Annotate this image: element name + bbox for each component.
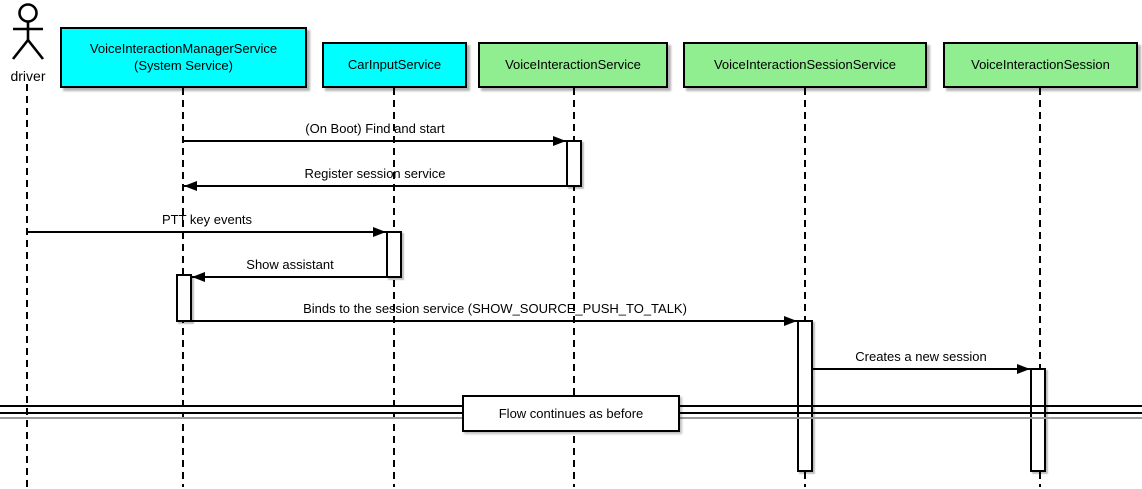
actor-label: driver: [10, 68, 46, 84]
lifeline-voiceinteractionservice: [573, 88, 575, 487]
lifeline-driver: [26, 84, 28, 487]
message-label: Binds to the session service (SHOW_SOURC…: [303, 301, 687, 316]
lifeline-voiceinteractionsession: [1039, 88, 1041, 487]
arrowhead-right-icon: [373, 227, 386, 237]
message-line: [184, 185, 567, 187]
message-line: [192, 276, 386, 278]
activation-bar-voiceinteractionsession: [1030, 368, 1046, 472]
lifeline-carinputservice: [393, 88, 395, 487]
participant-voiceinteractionsession: VoiceInteractionSession: [943, 42, 1138, 88]
message-line: [184, 140, 566, 142]
actor-driver: driver: [6, 2, 50, 84]
message-label: Show assistant: [246, 257, 334, 272]
arrowhead-left-icon: [192, 272, 205, 282]
activation-bar-voiceinteractionmanagerservice: [176, 274, 192, 322]
participant-carinputservice: CarInputService: [322, 42, 467, 88]
message-line: [192, 320, 797, 322]
activation-bar-voiceinteractionservice: [566, 140, 582, 187]
participant-voiceinteractionservice: VoiceInteractionService: [478, 42, 668, 88]
message-label: Register session service: [304, 166, 446, 181]
lifeline-voiceinteractionsessionservice: [804, 88, 806, 487]
arrowhead-right-icon: [553, 136, 566, 146]
arrowhead-left-icon: [184, 181, 197, 191]
message-line: [813, 368, 1030, 370]
activation-bar-carinputservice: [386, 231, 402, 278]
arrowhead-right-icon: [784, 316, 797, 326]
message-label: (On Boot) Find and start: [305, 121, 445, 136]
message-label: Creates a new session: [855, 349, 987, 364]
activation-bar-voiceinteractionsessionservice: [797, 320, 813, 472]
message-line: [28, 231, 386, 233]
divider: Flow continues as before: [462, 395, 680, 432]
actor-icon: [11, 3, 45, 60]
participant-voiceinteractionsessionservice: VoiceInteractionSessionService: [683, 42, 927, 88]
divider-label: Flow continues as before: [498, 406, 644, 421]
participant-voiceinteractionmanagerservice: VoiceInteractionManagerService (System S…: [60, 27, 307, 88]
message-label: PTT key events: [161, 212, 253, 227]
arrowhead-right-icon: [1017, 364, 1030, 374]
